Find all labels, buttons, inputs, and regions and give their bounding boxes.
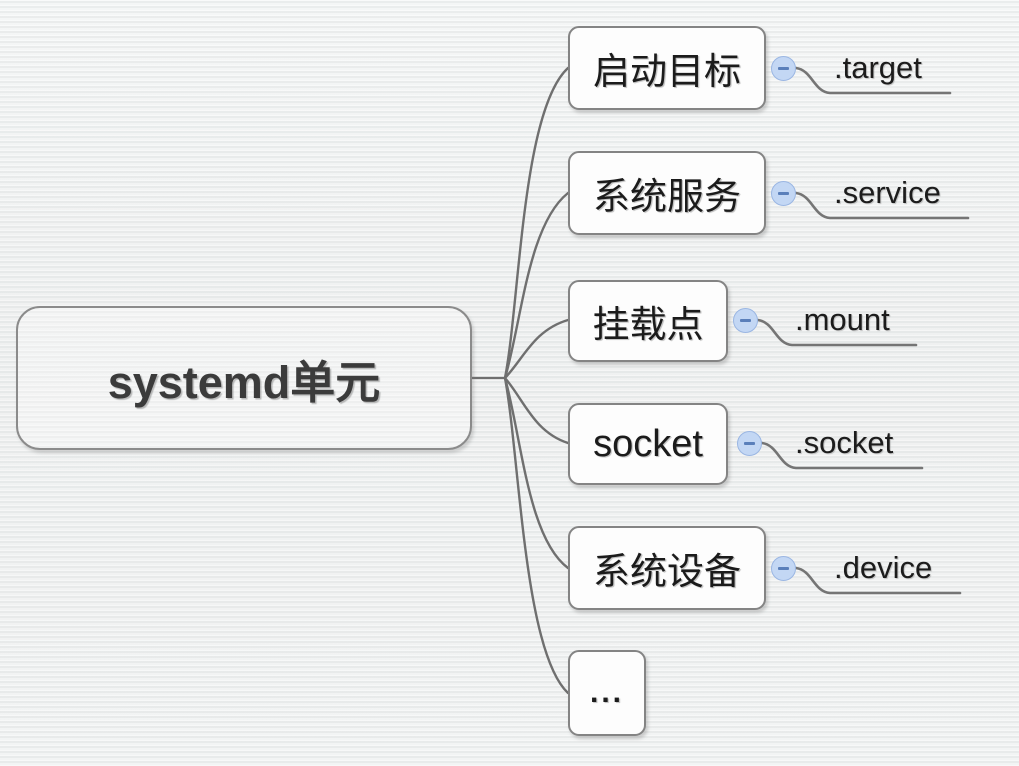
branch-connector-6 [503,376,570,695]
branch-node-guazaidian[interactable]: 挂载点 [568,280,728,362]
collapse-minus-icon[interactable] [771,56,796,81]
branch-node-xitongfuwu[interactable]: 系统服务 [568,151,766,235]
root-node[interactable]: systemd单元 [16,306,472,450]
branch-node-label: 系统服务 [593,176,741,217]
leaf-label-target: .target [834,50,922,85]
branch-connector-2 [503,191,570,380]
branch-connector-5 [503,376,570,570]
collapse-minus-icon[interactable] [771,181,796,206]
branch-node-label: 启动目标 [593,51,741,92]
branch-node-label: ... [589,676,624,709]
branch-node-qidongmubiao[interactable]: 启动目标 [568,26,766,110]
branch-node-label: 系统设备 [593,551,741,592]
minus-glyph [778,567,789,570]
root-node-label: systemd单元 [107,356,381,408]
collapse-minus-icon[interactable] [737,431,762,456]
leaf-label-service: .service [834,175,941,210]
collapse-minus-icon[interactable] [733,308,758,333]
branch-connector-4 [503,376,570,445]
branch-node-label: 挂载点 [592,304,704,345]
branch-connector-3 [503,318,570,380]
collapse-minus-icon[interactable] [771,556,796,581]
branch-node-label: socket [593,422,703,465]
branch-connector-1 [503,66,570,380]
minus-glyph [778,67,789,70]
branch-node-socket[interactable]: socket [568,403,728,485]
branch-node-xitongshebei[interactable]: 系统设备 [568,526,766,610]
minus-glyph [740,319,751,322]
leaf-label-mount: .mount [795,302,890,337]
leaf-label-device: .device [834,550,933,585]
branch-node-ellipsis[interactable]: ... [568,650,646,736]
minus-glyph [778,192,789,195]
leaf-label-socket: .socket [795,425,894,460]
minus-glyph [744,442,755,445]
